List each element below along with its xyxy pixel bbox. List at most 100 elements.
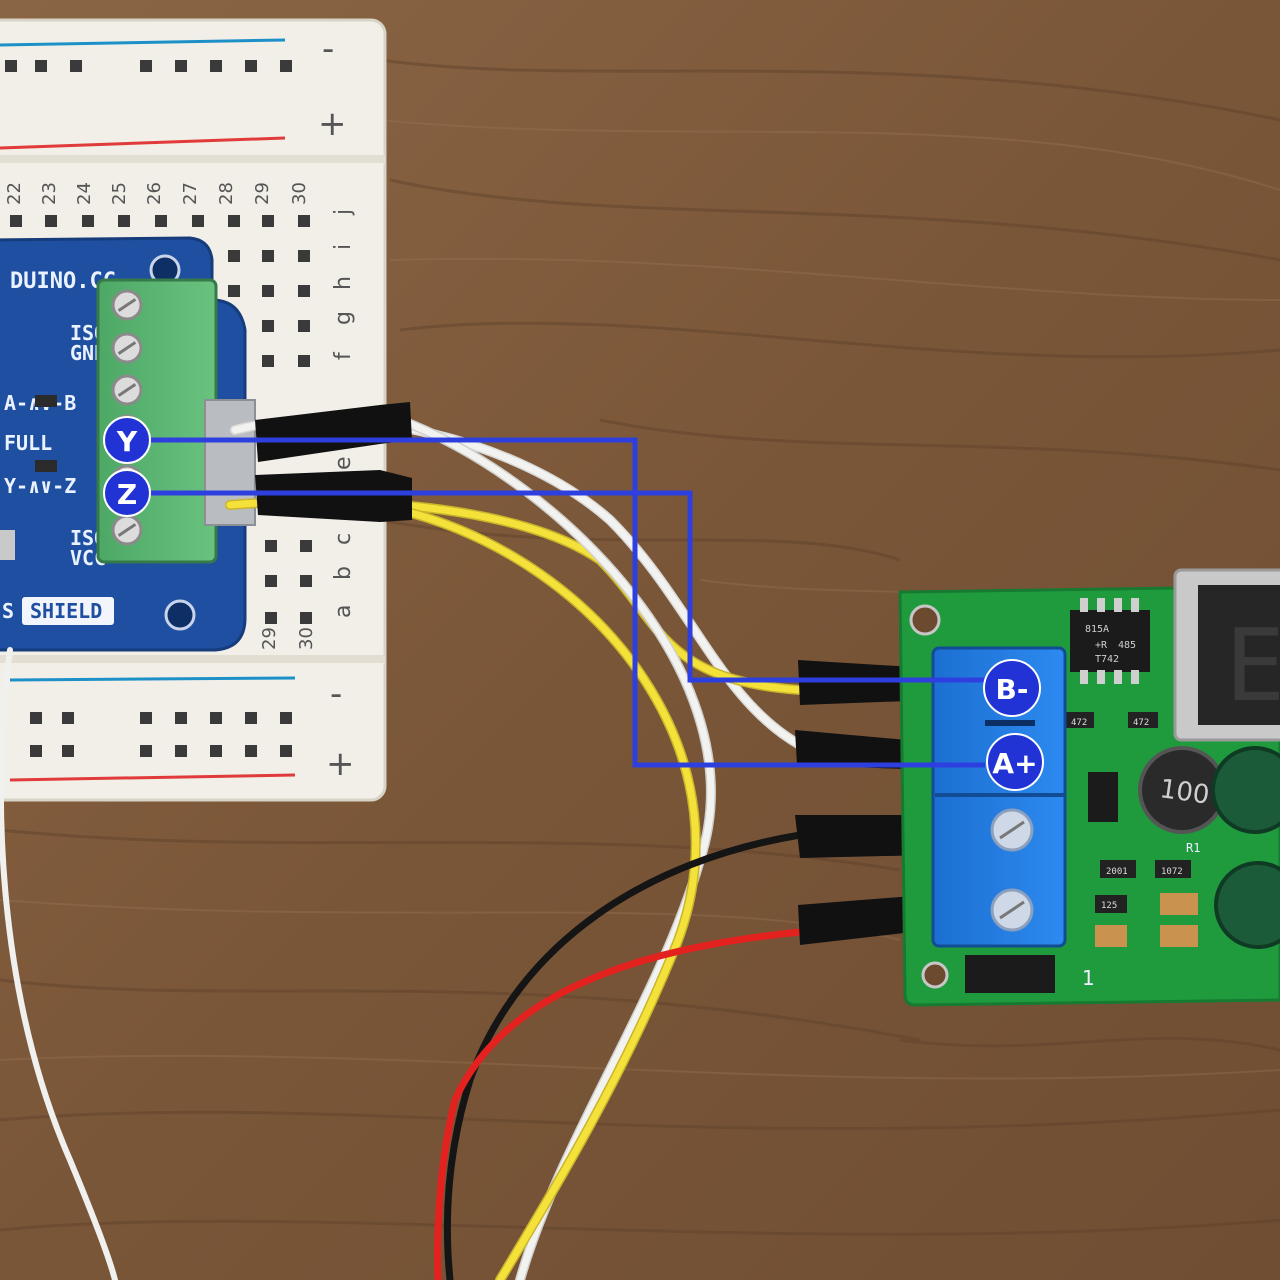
white-wire-left <box>0 647 118 1280</box>
badge-circle <box>986 733 1044 791</box>
breadboard-hole <box>70 60 82 72</box>
smd-resistor <box>1100 860 1136 878</box>
row-number: 22 <box>4 182 25 205</box>
resistor-label: 1 <box>1082 966 1095 990</box>
breadboard-hole <box>262 250 274 262</box>
mounting-hole <box>909 604 941 636</box>
breadboard-hole <box>245 745 257 757</box>
screw-slot <box>117 383 137 397</box>
rail-line-red-top <box>0 136 286 150</box>
connector-sleeve <box>255 470 412 522</box>
breadboard-hole <box>262 285 274 297</box>
breadboard-hole <box>175 745 187 757</box>
column-letter: i <box>331 244 356 250</box>
screw-slot <box>117 523 137 537</box>
breadboard-hole <box>140 712 152 724</box>
connector-sleeve <box>795 815 930 858</box>
row-number: 27 <box>180 182 201 205</box>
smd-resistor <box>1128 712 1158 728</box>
breadboard-hole <box>265 540 277 552</box>
smd-resistor <box>1095 895 1127 913</box>
resistor-label: 2001 <box>1106 867 1128 877</box>
breadboard-hole <box>30 745 42 757</box>
chip-text: T742 <box>1095 654 1119 665</box>
row-numbers: 22 23 24 25 26 27 28 29 30 29 30 <box>4 182 317 650</box>
callout-badge-b: B- <box>983 659 1041 717</box>
row-number: 29 <box>259 627 280 650</box>
connector-sleeve <box>798 895 930 945</box>
breadboard-hole <box>210 712 222 724</box>
breadboard-hole <box>228 215 240 227</box>
white-wire-loop <box>396 416 715 1280</box>
rail-minus-label-top: - <box>322 29 334 69</box>
breadboard-hole <box>262 215 274 227</box>
rs485-module: 485 815A +R T742 472 472 100 R1 2001 107… <box>898 568 1280 1007</box>
rail-line-blue-top <box>0 38 286 47</box>
row-number: 24 <box>74 182 95 205</box>
callout-line-z-to-b <box>148 490 985 683</box>
mounting-hole <box>164 599 196 631</box>
breadboard-hole <box>175 712 187 724</box>
electrolytic-capacitor <box>1211 746 1280 834</box>
badge-circle <box>103 469 151 517</box>
breadboard-hole <box>280 712 292 724</box>
breadboard-hole <box>62 712 74 724</box>
smd-resistor <box>35 460 57 472</box>
screw-slot <box>117 298 137 312</box>
breadboard-hole <box>5 60 17 72</box>
badge-circle <box>983 659 1041 717</box>
smd-capacitor <box>0 530 15 560</box>
breadboard-hole <box>228 285 240 297</box>
row-number: 26 <box>144 182 165 205</box>
wood-grain <box>0 58 1280 1236</box>
column-letter: b <box>331 566 356 580</box>
chip-text: +R <box>1095 640 1108 651</box>
breadboard-hole <box>298 250 310 262</box>
smd-capacitor <box>1160 893 1198 915</box>
screw-slot <box>117 341 137 355</box>
mounting-hole <box>921 961 949 989</box>
resistor-label: 472 <box>1071 718 1087 728</box>
rail-minus-label-bottom: - <box>330 674 342 714</box>
breadboard-hole <box>265 575 277 587</box>
breadboard-hole <box>300 575 312 587</box>
display-digit: E <box>1225 607 1280 724</box>
breadboard-hole <box>30 712 42 724</box>
breadboard-hole <box>298 215 310 227</box>
breadboard-hole <box>245 712 257 724</box>
breadboard-hole <box>262 355 274 367</box>
smd-resistor <box>1155 860 1191 878</box>
breadboard-hole <box>280 60 292 72</box>
callout-lines <box>148 437 985 768</box>
column-letter: h <box>331 276 356 290</box>
smd-capacitor <box>1095 925 1127 947</box>
breadboard-hole <box>118 215 130 227</box>
column-letter: c <box>331 533 356 545</box>
badge-label-z: Z <box>117 478 137 511</box>
callout-badge-z: Z <box>103 469 151 517</box>
badge-label-b: B- <box>996 673 1029 706</box>
breadboard-hole <box>280 745 292 757</box>
red-wire <box>434 928 804 1280</box>
chip-text: 815A <box>1085 624 1109 635</box>
blue-terminal-screws <box>990 808 1034 932</box>
breadboard-hole <box>192 215 204 227</box>
breadboard-hole <box>35 60 47 72</box>
shield-label: FULL <box>4 431 52 455</box>
breadboard-hole <box>210 60 222 72</box>
breadboard-hole <box>155 215 167 227</box>
shield-brand-box <box>22 597 114 625</box>
screw-slot <box>999 820 1025 840</box>
breadboard-hole <box>300 540 312 552</box>
row-number: 23 <box>39 182 60 205</box>
connector-sleeve <box>795 730 932 770</box>
resistor-label: R1 <box>1186 841 1200 855</box>
breadboard-hole <box>175 60 187 72</box>
column-letter: e <box>331 456 356 470</box>
shield-brand-prefix: S <box>2 599 14 623</box>
breadboard-hole <box>210 745 222 757</box>
row-number: 28 <box>216 182 237 205</box>
seven-segment-display <box>1198 585 1280 725</box>
rail-plus-label-top: + <box>318 104 347 144</box>
